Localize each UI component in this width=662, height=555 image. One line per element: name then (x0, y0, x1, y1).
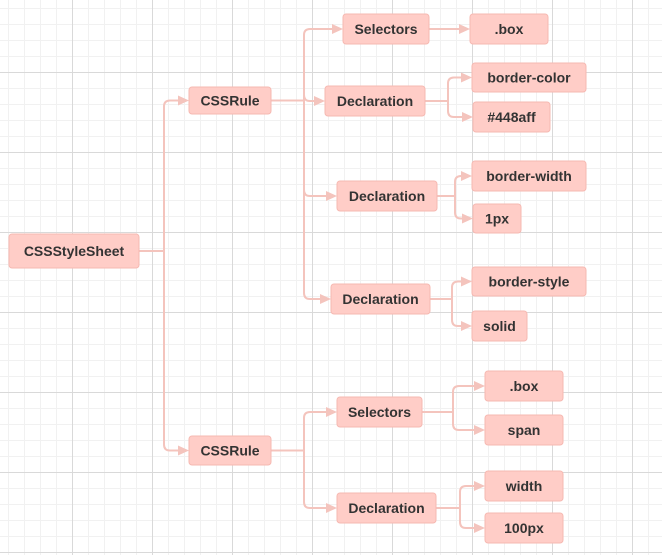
arrowhead-rule1-1 (332, 24, 343, 34)
arrowhead-rule1-decl2-2 (462, 213, 473, 224)
svg-text:CSSRule: CSSRule (200, 93, 259, 109)
arrowhead-root-2 (178, 445, 189, 456)
svg-text:CSSRule: CSSRule (200, 443, 259, 459)
edge-rule1-decl1-1 (425, 76, 462, 102)
node-rule1-declaration-2: Declaration (336, 180, 438, 212)
node-property-border-style: border-style (471, 266, 587, 297)
edge-rule2-2 (271, 449, 327, 509)
edge-rule1-decl2-2 (437, 195, 463, 220)
svg-text:Declaration: Declaration (337, 93, 413, 109)
svg-text:Selectors: Selectors (354, 21, 417, 37)
edge-rule2-decl-2 (436, 507, 475, 529)
svg-text:.box: .box (510, 378, 539, 394)
edge-root-1 (139, 99, 179, 252)
edge-rule1-decl3-2 (430, 298, 462, 327)
svg-text:span: span (508, 422, 541, 438)
svg-text:#448aff: #448aff (487, 109, 536, 125)
arrowhead-rule1-decl3-1 (461, 276, 472, 287)
node-value-1px: 1px (472, 203, 522, 234)
edge-rule2-decl-1 (436, 485, 475, 509)
edge-rule2-1 (271, 411, 327, 452)
svg-text:Declaration: Declaration (349, 188, 425, 204)
edge-rule1-decl3-1 (430, 280, 462, 300)
node-property-width: width (484, 470, 564, 502)
svg-text:100px: 100px (504, 520, 544, 536)
svg-text:width: width (505, 478, 543, 494)
arrowhead-rule1-selectors-1 (459, 24, 470, 34)
node-cssstylesheet: CSSStyleSheet (8, 233, 140, 269)
node-rule2-declaration: Declaration (336, 492, 437, 524)
svg-text:border-color: border-color (487, 70, 571, 86)
arrowhead-rule1-decl2-1 (461, 171, 472, 181)
arrowhead-rule1-decl1-1 (461, 72, 472, 83)
edge-rule1-4 (271, 99, 321, 300)
edge-rule1-1 (271, 28, 333, 102)
arrowhead-root-1 (178, 95, 189, 106)
svg-text:CSSStyleSheet: CSSStyleSheet (24, 243, 125, 259)
arrowhead-rule2-decl-1 (474, 481, 485, 491)
edge-rule2-selectors-2 (422, 411, 475, 431)
arrowhead-rule1-decl3-2 (461, 321, 472, 331)
node-rule1-declaration-1: Declaration (324, 85, 426, 117)
node-rule1-selector-box: .box (469, 13, 549, 45)
svg-text:Declaration: Declaration (348, 500, 424, 516)
edge-rule1-2 (271, 94, 315, 102)
tree-connectors (139, 24, 485, 533)
arrowhead-rule1-4 (320, 294, 331, 304)
node-rule1-selectors: Selectors (342, 13, 430, 45)
node-rule2-selector-box: .box (484, 370, 564, 402)
edge-rule1-decl2-1 (437, 175, 462, 197)
arrowhead-rule1-decl1-2 (462, 112, 473, 122)
arrowhead-rule2-selectors-2 (474, 425, 485, 435)
arrowhead-rule2-1 (326, 407, 337, 417)
node-value-448aff: #448aff (472, 101, 551, 133)
edge-rule2-selectors-1 (422, 385, 475, 413)
svg-text:Declaration: Declaration (342, 291, 418, 307)
edge-root-2 (139, 250, 179, 452)
node-rule1-declaration-3: Declaration (330, 283, 431, 315)
arrowhead-rule1-2 (314, 96, 325, 106)
arrowhead-rule2-decl-2 (474, 523, 485, 533)
svg-text:solid: solid (483, 318, 516, 334)
svg-text:1px: 1px (485, 211, 509, 227)
node-rule2-selectors: Selectors (336, 396, 423, 428)
node-cssrule-2: CSSRule (188, 435, 272, 466)
edge-rule1-decl1-2 (425, 100, 463, 118)
svg-text:border-width: border-width (486, 168, 572, 184)
node-cssrule-1: CSSRule (188, 86, 272, 115)
node-property-border-width: border-width (471, 160, 587, 192)
svg-text:Selectors: Selectors (348, 404, 411, 420)
edge-rule1-3 (271, 99, 327, 197)
arrowhead-rule2-2 (326, 503, 337, 513)
node-value-100px: 100px (484, 512, 564, 544)
node-rule2-selector-span: span (484, 414, 564, 446)
arrowhead-rule1-3 (326, 191, 337, 201)
node-value-solid: solid (471, 310, 528, 342)
arrowhead-rule2-selectors-1 (474, 381, 485, 391)
svg-text:border-style: border-style (489, 274, 570, 290)
node-property-border-color: border-color (471, 62, 587, 93)
svg-text:.box: .box (495, 21, 524, 37)
